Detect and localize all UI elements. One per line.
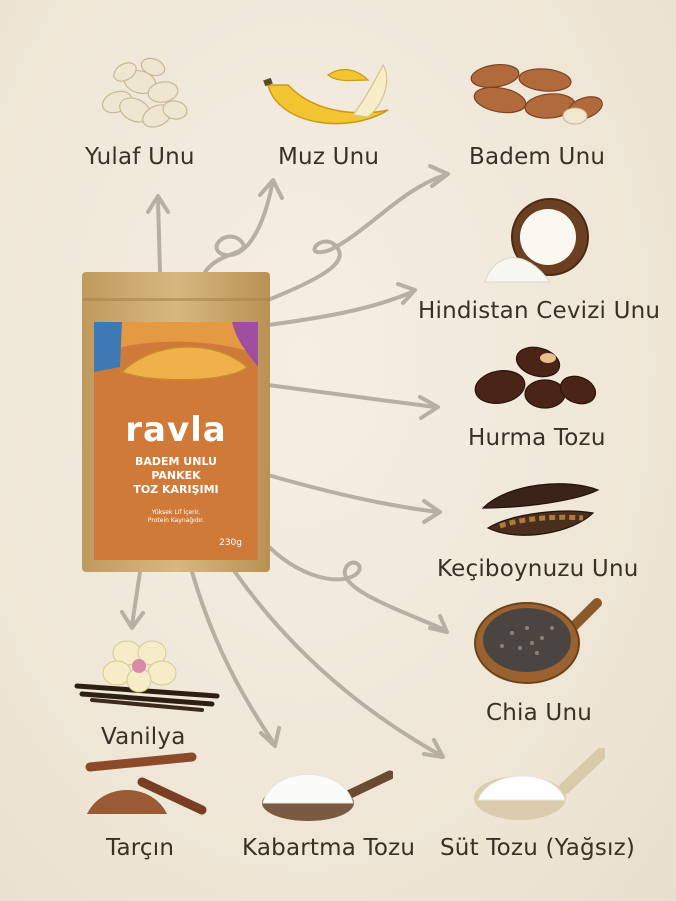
carob-image [481, 483, 600, 536]
label-vanilya: Vanilya [101, 724, 186, 750]
label-kabartma-tozu: Kabartma Tozu [242, 835, 416, 861]
arrow-vanilya [130, 570, 142, 627]
label-sut-tozu: Süt Tozu (Yağsız) [440, 835, 636, 861]
product-name-line2: PANKEK [151, 469, 201, 482]
arrow-hurma [266, 383, 437, 409]
arrow-yulaf [156, 198, 162, 274]
coconut-image [484, 198, 589, 283]
product-claim-line1: Yüksek Lif İçerir. [151, 509, 201, 516]
arrow-badem [266, 173, 447, 302]
arrow-chia [260, 538, 447, 632]
label-badem-unu: Badem Unu [469, 144, 606, 170]
oat-flakes-image [101, 57, 188, 128]
arrow-muz [203, 183, 274, 274]
baking-powder-image [262, 770, 393, 821]
label-keciboynuzu-unu: Keçiboynuzu Unu [437, 556, 639, 582]
arrow-sut [233, 570, 442, 757]
label-muz-unu: Muz Unu [278, 144, 380, 170]
product-name-line1: BADEM UNLU [134, 455, 217, 468]
product-name-line3: TOZ KARIŞIMI [133, 483, 219, 496]
label-hurma-tozu: Hurma Tozu [468, 425, 606, 451]
arrow-kabartma [190, 570, 275, 744]
product-brand: ravla [125, 410, 227, 450]
cinnamon-image [85, 752, 207, 815]
label-tarcin: Tarçın [106, 835, 175, 861]
almonds-image [470, 64, 603, 125]
vanilla-image [74, 640, 220, 712]
label-chia-unu: Chia Unu [486, 700, 593, 726]
product-weight: 230g [219, 538, 242, 548]
chia-seeds-image [474, 598, 602, 684]
arrow-hindistan [266, 290, 414, 327]
dates-image [474, 346, 597, 409]
milk-powder-image [474, 748, 605, 820]
product-claim-line2: Protein Kaynağıdır. [147, 517, 205, 524]
product-pouch: ravla BADEM UNLU PANKEK TOZ KARIŞIMI Yük… [82, 272, 270, 572]
banana-image [263, 63, 389, 125]
arrow-keciboynuzu [266, 473, 440, 514]
label-yulaf-unu: Yulaf Unu [85, 144, 195, 170]
label-hindistan-cevizi-unu: Hindistan Cevizi Unu [418, 298, 661, 324]
